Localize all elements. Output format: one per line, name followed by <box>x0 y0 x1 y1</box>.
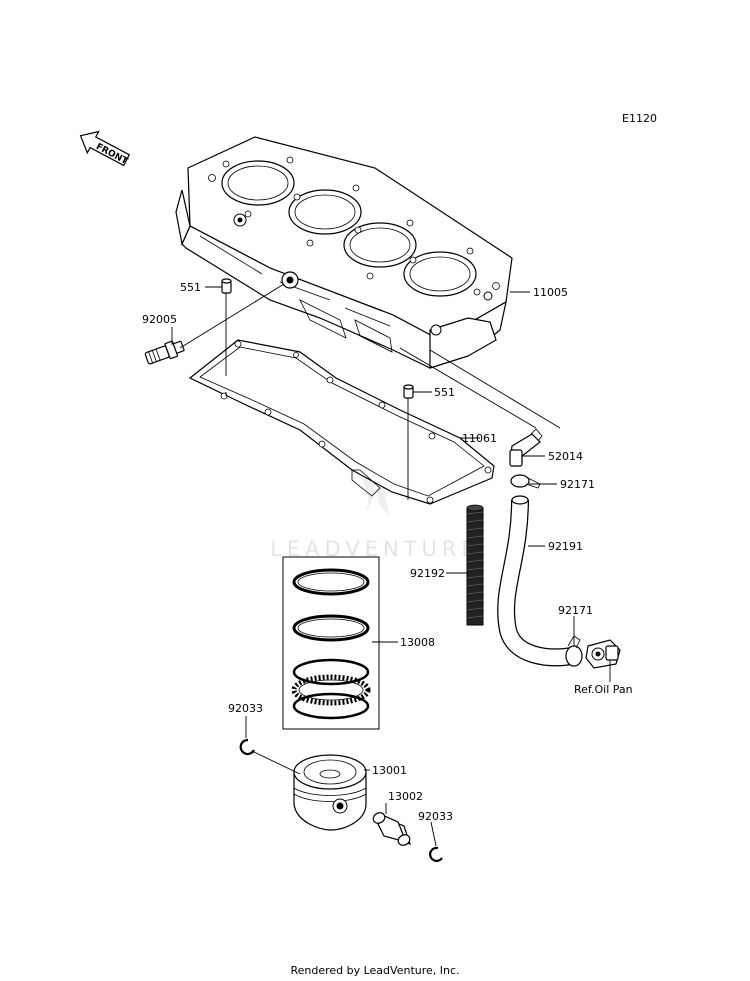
label-13001: 13001 <box>372 764 407 777</box>
clamp-upper[interactable] <box>510 474 541 489</box>
piston[interactable] <box>293 754 367 831</box>
label-11005: 11005 <box>533 286 568 299</box>
label-11061: 11061 <box>462 432 497 445</box>
label-92191: 92191 <box>548 540 583 553</box>
stud-92192[interactable] <box>466 504 484 626</box>
dowel-pin-upper[interactable] <box>221 278 232 294</box>
label-ref-oil-pan: Ref.Oil Pan <box>574 683 633 696</box>
piston-ring-set[interactable] <box>282 556 380 730</box>
dowel-pin-lower[interactable] <box>403 384 414 399</box>
label-92171-lower: 92171 <box>558 604 593 617</box>
label-13008: 13008 <box>400 636 435 649</box>
callout-labels: 11005 551 92005 551 11061 52014 92171 92… <box>142 281 633 823</box>
oil-pan-fitting[interactable] <box>585 639 621 669</box>
diagram-code: E1120 <box>622 112 657 125</box>
label-551-upper: 551 <box>180 281 201 294</box>
label-52014: 52014 <box>548 450 583 463</box>
label-92033-right: 92033 <box>418 810 453 823</box>
cylinder-block[interactable] <box>175 136 513 369</box>
fitting-92005[interactable] <box>144 338 185 366</box>
circlip-right[interactable] <box>429 846 443 862</box>
label-92171-upper: 92171 <box>560 478 595 491</box>
leader-lines <box>171 283 611 847</box>
footer-credit: Rendered by LeadVenture, Inc. <box>290 964 459 977</box>
label-92005: 92005 <box>142 313 177 326</box>
label-92033-left: 92033 <box>228 702 263 715</box>
piston-pin[interactable] <box>371 811 411 848</box>
label-13002: 13002 <box>388 790 423 803</box>
cylinder-gasket[interactable] <box>188 339 495 505</box>
circlip-left[interactable] <box>239 738 255 756</box>
front-arrow-icon: FRONT <box>79 130 131 167</box>
label-92192: 92192 <box>410 567 445 580</box>
label-551-lower: 551 <box>434 386 455 399</box>
elbow-52014[interactable] <box>509 428 543 467</box>
hose-92191[interactable] <box>497 495 574 667</box>
